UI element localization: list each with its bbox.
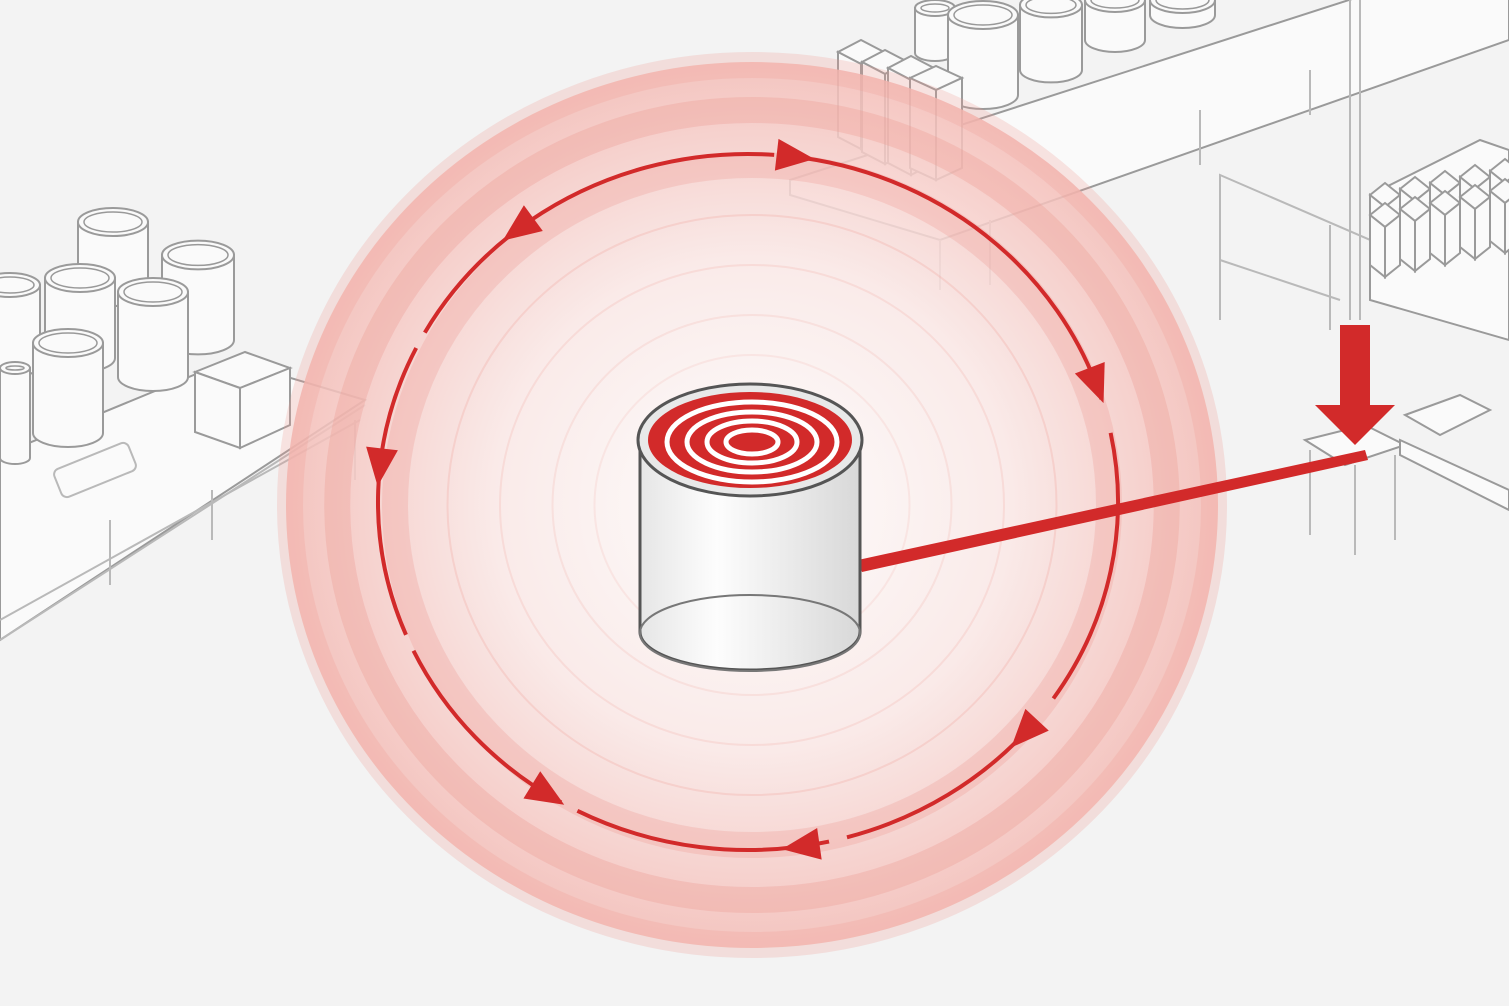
ring — [446, 214, 1058, 796]
can — [1084, 0, 1146, 53]
ring — [382, 152, 1122, 858]
flow-arrowhead-icon — [523, 771, 565, 805]
flow-arrowhead-icon — [366, 446, 398, 487]
right-station-with-down-arrow — [1219, 138, 1509, 555]
spiral-ring — [723, 427, 781, 457]
can — [32, 342, 104, 448]
left-table-with-cans — [0, 207, 368, 642]
spiral-ring — [664, 399, 840, 485]
down-arrow-shaft — [1340, 325, 1370, 405]
ring — [324, 97, 1180, 913]
flow-arc — [1051, 432, 1120, 700]
flow-arrowhead-icon — [1074, 361, 1105, 404]
down-arrow-icon — [1315, 405, 1395, 445]
circular-flow-arrows — [366, 138, 1120, 860]
flow-arc — [529, 152, 775, 223]
can — [1019, 4, 1083, 84]
ring — [551, 314, 953, 696]
ring — [277, 52, 1227, 958]
link-line — [858, 450, 1368, 572]
can — [117, 291, 189, 392]
flow-arrowhead-icon — [502, 205, 543, 241]
central-can — [636, 382, 864, 672]
flow-arrowhead-icon — [1011, 708, 1049, 748]
can — [0, 367, 31, 465]
flow-arrowhead-icon — [774, 138, 815, 171]
flow-arc — [376, 347, 418, 636]
ring — [499, 264, 1005, 746]
flow-arc — [792, 154, 1104, 400]
spiral-ring — [684, 409, 820, 475]
spiral-ring — [704, 418, 800, 466]
flow-arrowhead-icon — [781, 827, 822, 860]
